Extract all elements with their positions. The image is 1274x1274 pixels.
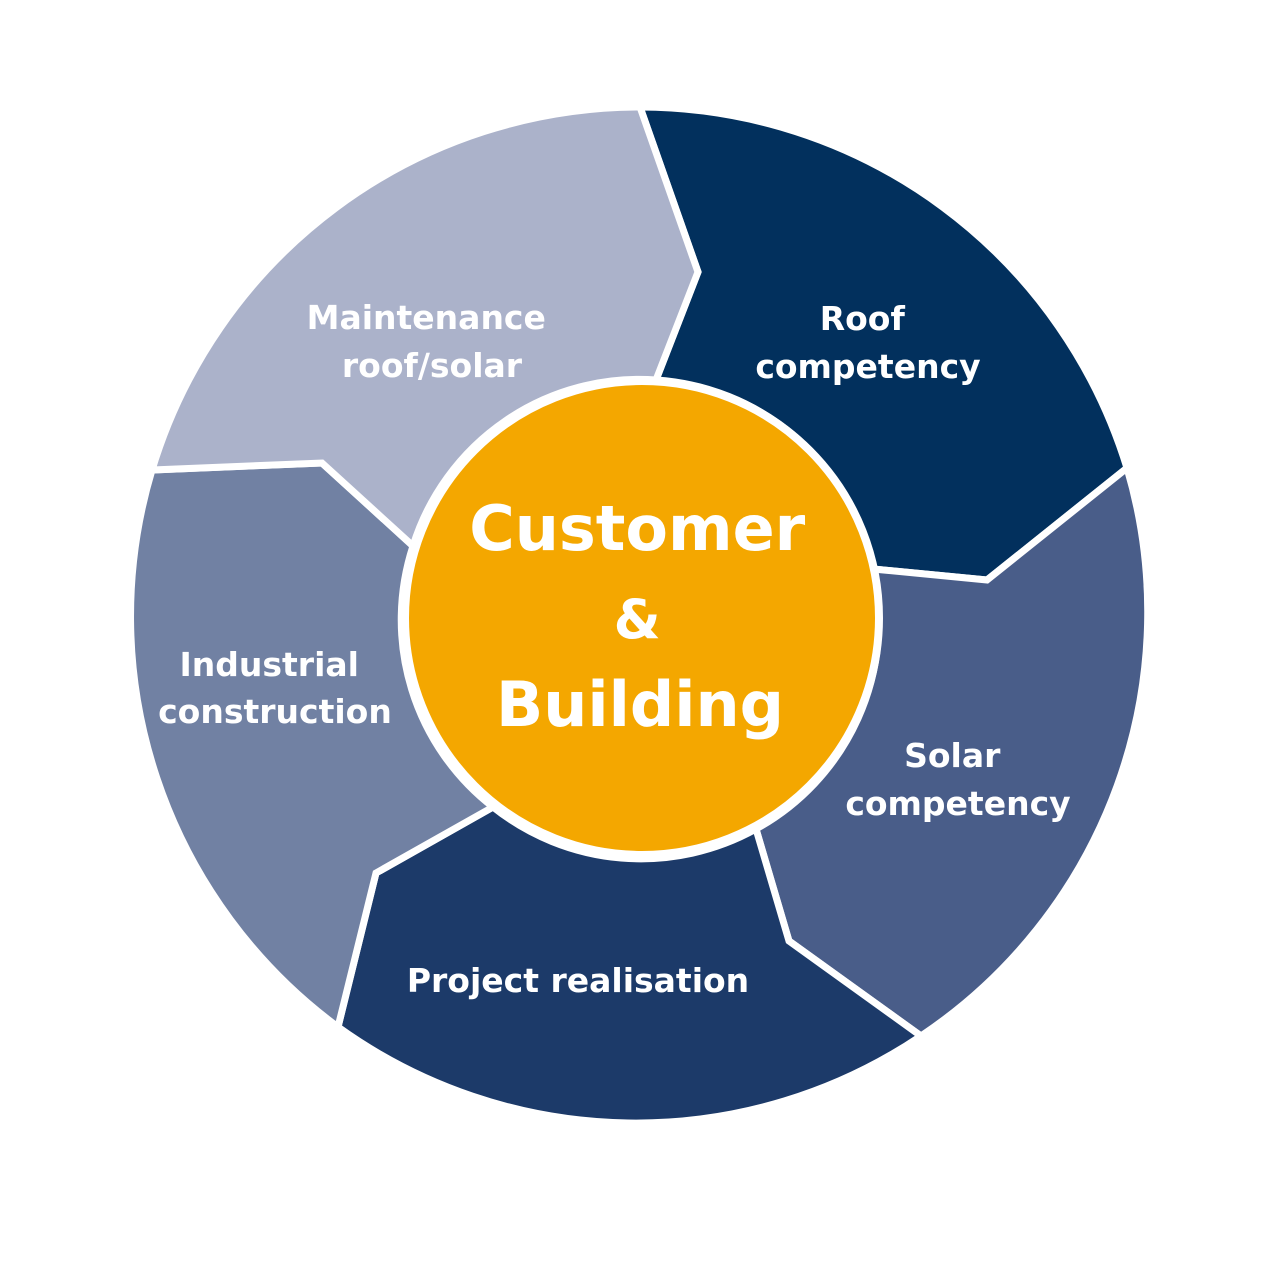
segment-label-solar-competency: Solar competency [845,736,1070,823]
center-circle [401,377,883,859]
segment-label-line: Roof [820,299,906,338]
segment-label-line: competency [755,347,980,386]
segment-label-line: construction [158,692,392,731]
segment-label-maintenance-roof-solar: Maintenance roof/solar [307,298,558,385]
segment-label-line: roof/solar [342,346,523,385]
segment-label-industrial-construction: Industrial construction [158,645,392,731]
center-label: Customer & Building [469,492,811,741]
segment-label-line: Industrial [180,645,359,684]
segment-label-line: Maintenance [307,298,546,337]
segment-industrial-construction [127,459,500,1033]
segment-label-line: Solar [904,736,1001,775]
segment-label-roof-competency: Roof competency [755,299,980,386]
segment-label-line: competency [845,784,1070,823]
segment-label-project-realisation: Project realisation [407,961,749,1000]
center-label-line: & [614,588,661,651]
center-label-line: Customer [469,492,805,565]
center-label-line: Building [496,668,784,741]
segment-label-line: Project realisation [407,961,749,1000]
